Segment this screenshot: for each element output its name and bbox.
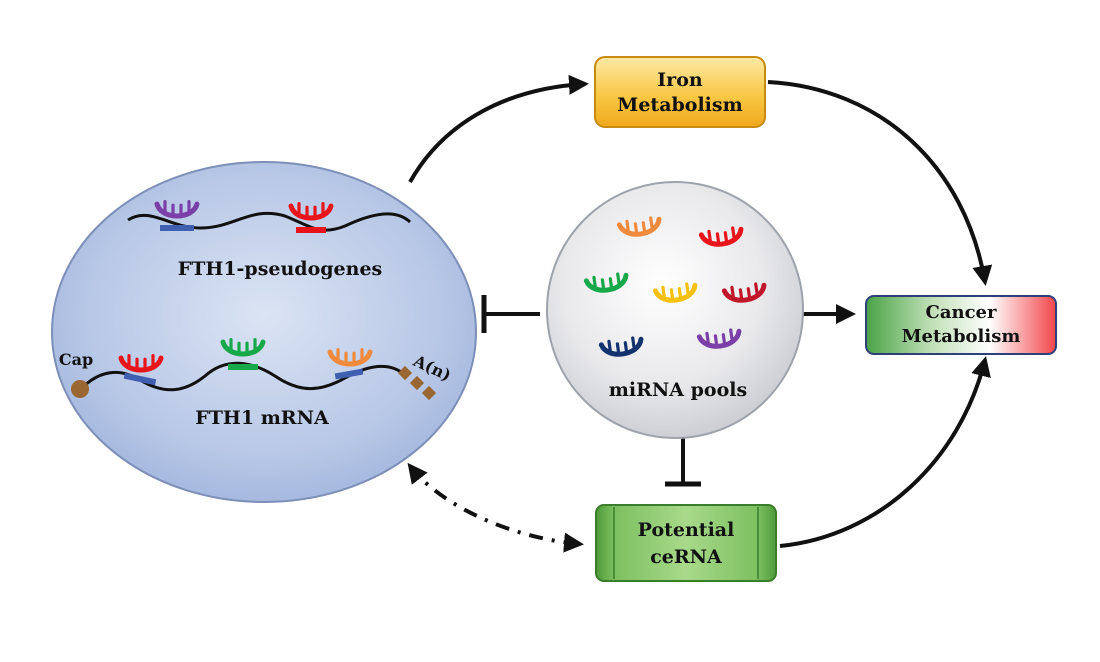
mrna-site-green — [228, 364, 258, 370]
mrna-site-blue — [123, 372, 157, 386]
fth1-cell-body — [51, 161, 477, 503]
mirna-bound-red-icon — [288, 202, 334, 221]
pseudogene-site-blue — [160, 225, 194, 231]
mirna-orange-icon — [616, 216, 662, 237]
mirna-pool-body — [546, 181, 804, 439]
mirna-crimson-icon — [721, 282, 767, 303]
potential-cerna-line1: Potential — [638, 519, 735, 541]
arrow-iron-to-cancer — [767, 80, 993, 286]
mirna-bound-purple-icon — [154, 200, 200, 219]
polya-tail-icon — [397, 365, 437, 401]
cancer-metabolism-box: Cancer Metabolism — [865, 295, 1057, 355]
mirna-bound-green-mrna-icon — [220, 338, 266, 357]
iron-metabolism-box: Iron Metabolism — [594, 56, 766, 128]
edges — [407, 74, 993, 553]
mirna-navy-icon — [598, 336, 644, 357]
arrow-cell-cerna-dashed — [407, 462, 584, 553]
mirna-pool: miRNA pools — [546, 181, 804, 439]
mirna-red-icon — [698, 226, 744, 247]
pseudogene-site-red — [296, 227, 326, 233]
mirna-purple-icon — [696, 328, 742, 349]
mirna-green-icon — [583, 272, 629, 293]
mrna-site-blue-2 — [334, 368, 364, 380]
mirna-pool-label: miRNA pools — [609, 379, 747, 401]
arrow-cerna-to-cancer — [779, 356, 991, 548]
mirna-bound-orange-mrna-icon — [327, 348, 373, 367]
pseudogene-label: FTH1-pseudogenes — [178, 258, 383, 280]
cancer-metabolism-line2: Metabolism — [902, 326, 1021, 347]
arrow-cell-to-iron — [408, 74, 589, 183]
cancer-metabolism-line1: Cancer — [926, 302, 997, 323]
cap-label: Cap — [59, 350, 93, 369]
potential-cerna-line2: ceRNA — [650, 546, 722, 568]
fth1-cell: FTH1-pseudogenes Cap A(n) FTH1 mRNA — [51, 161, 477, 503]
mirna-bound-red-mrna-icon — [118, 354, 164, 373]
inhibit-pool-to-cell — [481, 295, 540, 333]
potential-cerna-box: Potential ceRNA — [595, 504, 777, 582]
iron-metabolism-line2: Metabolism — [617, 94, 742, 116]
mrna-label: FTH1 mRNA — [195, 407, 329, 429]
iron-metabolism-line1: Iron — [657, 69, 703, 91]
mirna-yellow-icon — [652, 282, 698, 303]
inhibit-pool-to-cerna — [665, 434, 701, 487]
pseudogene-strand — [127, 211, 412, 232]
cap-icon — [71, 380, 89, 398]
